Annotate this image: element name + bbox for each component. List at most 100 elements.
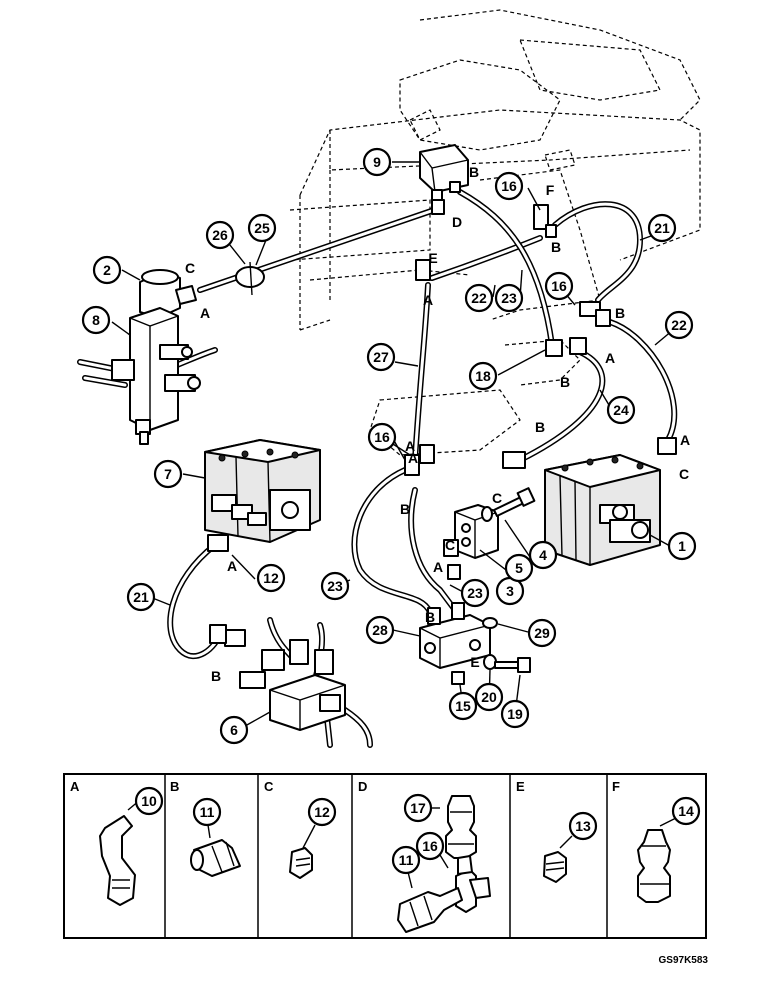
callout-26: 26: [205, 220, 235, 250]
svg-text:1: 1: [678, 538, 686, 554]
hose-23-lower: [351, 467, 433, 615]
callout-12: 12: [256, 563, 286, 593]
callout-16-mid: 16: [367, 422, 397, 452]
svg-text:C: C: [492, 490, 502, 506]
hose-24: [517, 349, 606, 463]
svg-text:B: B: [551, 239, 561, 255]
svg-text:C: C: [185, 260, 195, 276]
svg-text:18: 18: [475, 368, 491, 384]
callout-19: 19: [500, 699, 530, 729]
svg-text:B: B: [170, 779, 179, 794]
svg-text:A: A: [200, 305, 210, 321]
ring-clip-26: [235, 261, 265, 296]
svg-text:A: A: [408, 450, 418, 466]
hose-22-upper: [429, 235, 543, 281]
component-9-block: [419, 144, 469, 215]
svg-text:C: C: [679, 466, 689, 482]
hose-23-middle: [408, 487, 458, 613]
svg-text:A: A: [70, 779, 80, 794]
svg-text:E: E: [428, 250, 437, 266]
svg-text:24: 24: [613, 402, 629, 418]
svg-text:23: 23: [327, 578, 343, 594]
svg-text:19: 19: [507, 706, 523, 722]
svg-text:A: A: [423, 292, 433, 308]
hoses: [77, 189, 678, 748]
svg-text:23: 23: [467, 585, 483, 601]
bolt-4: [493, 487, 536, 517]
svg-text:5: 5: [515, 560, 523, 576]
svg-text:B: B: [400, 501, 410, 517]
svg-text:17: 17: [410, 800, 426, 816]
callout-23-lower-left: 23: [320, 571, 350, 601]
svg-text:29: 29: [534, 625, 550, 641]
bolt-19: [494, 657, 531, 673]
detail-panel-d: D 17 16 11: [358, 779, 491, 933]
svg-text:15: 15: [455, 698, 471, 714]
callout-16-top: 16: [494, 171, 524, 201]
callout-27: 27: [366, 342, 396, 372]
svg-text:F: F: [612, 779, 620, 794]
callout-4: 4: [528, 540, 558, 570]
detail-panels-frame: [63, 773, 707, 939]
component-1-control-valve: [544, 454, 661, 566]
svg-text:B: B: [615, 305, 625, 321]
washer: [481, 506, 493, 522]
svg-text:14: 14: [678, 803, 694, 819]
detail-panel-a: A 10: [70, 779, 164, 906]
detail-panel-b: B 11: [170, 779, 241, 877]
callout-22-right: 22: [664, 310, 694, 340]
hose-21-lower: [167, 542, 225, 659]
machine-outline: [289, 9, 701, 456]
svg-text:D: D: [452, 214, 462, 230]
svg-text:10: 10: [141, 793, 157, 809]
svg-text:16: 16: [551, 278, 567, 294]
hose-23-upper: [457, 189, 555, 348]
svg-text:20: 20: [481, 689, 497, 705]
detail-panels: A 10 B 11 C 12 D: [63, 773, 707, 939]
svg-text:16: 16: [501, 178, 517, 194]
callout-6: 6: [219, 715, 249, 745]
svg-text:A: A: [405, 438, 415, 454]
port-letters: A A A A A A A A B B B B B B B B C C C C …: [185, 164, 690, 684]
svg-text:23: 23: [501, 290, 517, 306]
callout-8: 8: [81, 305, 111, 335]
svg-text:11: 11: [200, 804, 215, 820]
callout-3: 3: [495, 576, 525, 606]
svg-text:B: B: [211, 668, 221, 684]
svg-text:F: F: [546, 182, 555, 198]
callout-18: 18: [468, 361, 498, 391]
svg-text:22: 22: [671, 317, 687, 333]
callout-23-upper: 23: [494, 283, 524, 313]
fittings: [207, 204, 677, 580]
callout-21-upper: 21: [647, 213, 677, 243]
component-8-valve-body: [111, 307, 201, 445]
hose-27: [412, 282, 431, 463]
plug-29: [482, 617, 498, 629]
svg-text:2: 2: [103, 262, 111, 278]
svg-text:25: 25: [254, 220, 270, 236]
callout-16-right: 16: [544, 271, 574, 301]
svg-text:A: A: [433, 559, 443, 575]
svg-text:B: B: [560, 374, 570, 390]
svg-text:B: B: [425, 609, 435, 625]
svg-text:12: 12: [314, 804, 330, 820]
hose-25: [197, 205, 443, 293]
callout-15: 15: [448, 691, 478, 721]
svg-text:E: E: [516, 779, 525, 794]
callouts: 1 2 3 4 5 6 7 8 9 12 15 16 16 16 18 19 2…: [81, 147, 697, 745]
detail-panel-f: F 14: [612, 779, 701, 903]
svg-text:16: 16: [422, 838, 438, 854]
svg-text:22: 22: [471, 290, 487, 306]
svg-text:28: 28: [372, 622, 388, 638]
callout-5: 5: [504, 553, 534, 583]
detail-panel-e: E 13: [516, 779, 598, 883]
svg-text:21: 21: [133, 589, 149, 605]
svg-text:D: D: [358, 779, 367, 794]
detail-panel-c: C 12: [264, 779, 337, 879]
svg-text:26: 26: [212, 227, 228, 243]
svg-text:9: 9: [373, 154, 381, 170]
callout-25: 25: [247, 213, 277, 243]
callout-29: 29: [527, 618, 557, 648]
svg-text:E: E: [470, 654, 479, 670]
